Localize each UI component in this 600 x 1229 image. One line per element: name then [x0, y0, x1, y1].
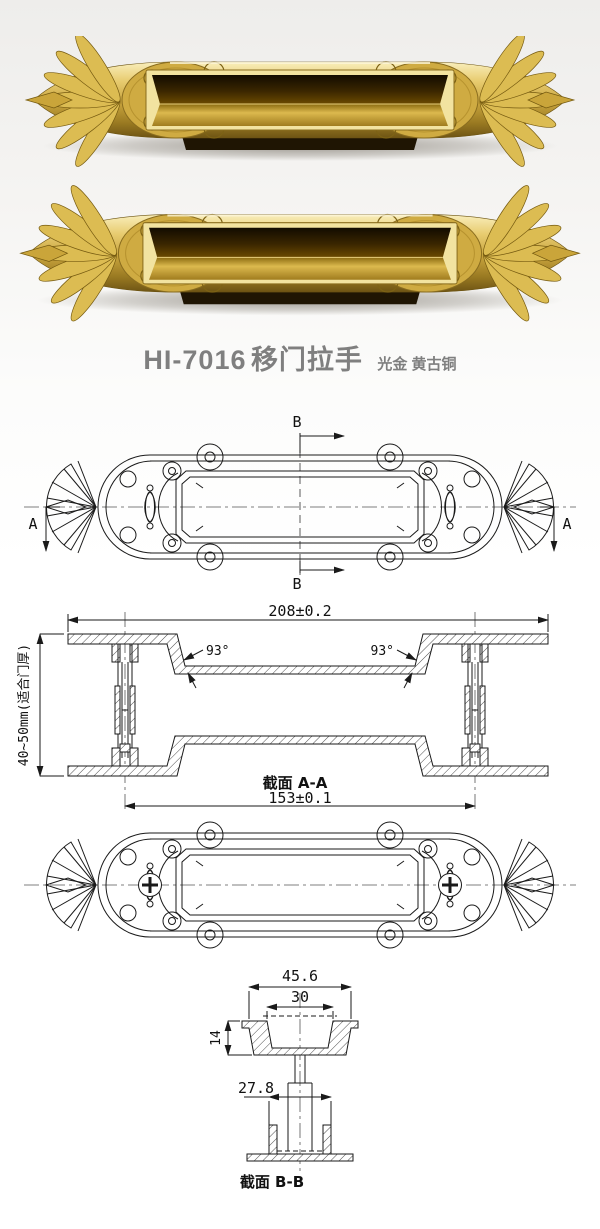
dim-overall: [67, 614, 549, 632]
section-label-a-left: A: [28, 515, 37, 533]
product-photo-bottom: [0, 184, 600, 326]
angle-callouts: [183, 649, 417, 689]
product-sheet: HI-7016 移门拉手 光金 黄古铜: [0, 0, 600, 1200]
product-title: HI-7016 移门拉手 光金 黄古铜: [0, 338, 600, 377]
dim-label-opening: 30: [291, 988, 309, 1006]
finish-options: 光金 黄古铜: [377, 356, 457, 373]
section-label-b-top: B: [292, 413, 301, 431]
dim-label-overall: 208±0.2: [268, 602, 331, 620]
bottom-plate-section: [67, 735, 549, 777]
dim-cup-width: [248, 983, 352, 1019]
dim-base-width: [244, 1093, 332, 1125]
product-photos: [0, 0, 600, 326]
section-label-b-bottom: B: [292, 575, 301, 593]
section-mark-a: [42, 506, 558, 552]
recess-pocket: [145, 69, 455, 131]
dim-label-base-width: 27.8: [238, 1079, 274, 1097]
section-label-a-right: A: [562, 515, 571, 533]
model-number: HI-7016: [143, 345, 247, 375]
dim-label-hole-centers: 153±0.1: [268, 789, 331, 807]
dim-label-door-thickness: 40~50mm(适合门厚): [17, 644, 32, 766]
angle-label-left: 93°: [206, 644, 229, 659]
section-bb-caption: 截面 B-B: [240, 1173, 304, 1191]
bottom-cup-section: [246, 1124, 354, 1162]
dim-depth: [224, 1020, 252, 1056]
screw-cross: [138, 873, 162, 897]
dim-label-depth: 14: [209, 1030, 224, 1046]
drawing-back-view: [24, 813, 576, 965]
section-aa-caption: 截面 A-A: [263, 774, 328, 792]
drawing-section-aa: 208±0.2: [17, 602, 549, 810]
dim-door-thickness: [36, 633, 64, 777]
drawing-section-bb: 45.6 30 14: [209, 967, 359, 1191]
technical-drawings: B B A A 208±0.2: [0, 403, 600, 1200]
angle-label-right: 93°: [371, 644, 394, 659]
section-mark-b: [299, 432, 345, 574]
dim-label-cup-width: 45.6: [282, 967, 318, 985]
top-cup-section: [241, 1020, 359, 1056]
screw-post: [111, 643, 139, 767]
product-photo-top: [24, 36, 575, 171]
product-name: 移门拉手: [250, 345, 363, 375]
drawing-top-view: B B A A: [24, 413, 576, 593]
dim-opening: [266, 1003, 334, 1019]
top-plate-section: [67, 633, 549, 675]
